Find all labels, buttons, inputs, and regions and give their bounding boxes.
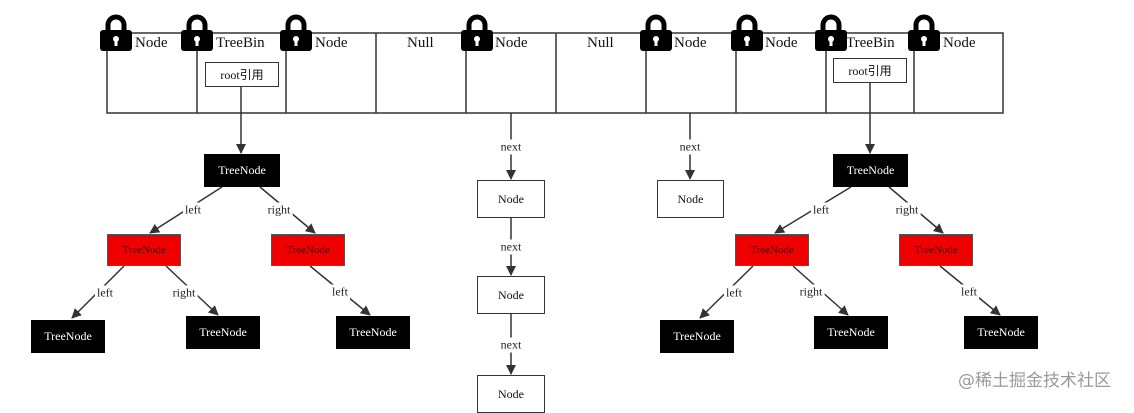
bucket-label-6: Node (674, 35, 707, 51)
list1-node-3: Node (477, 375, 545, 413)
edge-label-left: left (95, 285, 115, 301)
edge-label-left: left (959, 284, 979, 300)
bucket-label-3: Null (407, 35, 434, 51)
bucket-label-1: TreeBin (216, 35, 265, 51)
tree1-left-node: TreeNode (107, 234, 181, 266)
tree2-root-node: TreeNode (833, 154, 908, 187)
edge-label-next: next (498, 239, 524, 255)
bucket-label-5: Null (587, 35, 614, 51)
list2-node-1: Node (657, 180, 724, 218)
lock-icon (461, 14, 493, 51)
tree1-left-left-node: TreeNode (31, 320, 105, 353)
list1-node-1: Node (477, 180, 545, 218)
edge-label-left: left (183, 202, 203, 218)
tree1-left-right-node: TreeNode (186, 316, 260, 349)
lock-icon (731, 14, 763, 51)
bucket-array-frame (106, 32, 1004, 114)
bucket-label-2: Node (315, 35, 348, 51)
bucket-label-7: Node (765, 35, 798, 51)
edge-label-next: next (677, 139, 703, 155)
lock-icon (640, 14, 672, 51)
tree2-left-right-node: TreeNode (814, 316, 888, 349)
tree2-left-node: TreeNode (735, 234, 809, 266)
lock-icon (181, 14, 213, 51)
edge-label-right: right (797, 284, 825, 300)
lock-icon (100, 14, 132, 51)
edge-label-left: left (724, 285, 744, 301)
edge-label-left: left (811, 202, 831, 218)
edge-label-right: right (265, 202, 293, 218)
edge-label-next: next (498, 337, 524, 353)
bucket-label-0: Node (135, 35, 168, 51)
lock-icon (280, 14, 312, 51)
edge-label-left: left (330, 284, 350, 300)
edge-label-right: right (893, 202, 921, 218)
lock-icon (908, 14, 940, 51)
edge-label-right: right (170, 285, 198, 301)
bucket-label-4: Node (495, 35, 528, 51)
root-ref-box-1: root引用 (205, 62, 279, 87)
lock-icon (815, 14, 847, 51)
list1-node-2: Node (477, 276, 545, 314)
tree2-right-left-node: TreeNode (964, 316, 1038, 349)
tree2-left-left-node: TreeNode (660, 320, 734, 353)
tree1-right-node: TreeNode (271, 234, 345, 266)
bucket-label-8: TreeBin (846, 35, 895, 51)
bucket-label-9: Node (943, 35, 976, 51)
tree1-right-left-node: TreeNode (336, 316, 410, 349)
root-ref-box-2: root引用 (833, 58, 907, 83)
watermark: @稀土掘金技术社区 (958, 371, 1111, 391)
edge-label-next: next (498, 139, 524, 155)
tree2-right-node: TreeNode (899, 234, 973, 266)
tree1-root-node: TreeNode (204, 154, 280, 187)
